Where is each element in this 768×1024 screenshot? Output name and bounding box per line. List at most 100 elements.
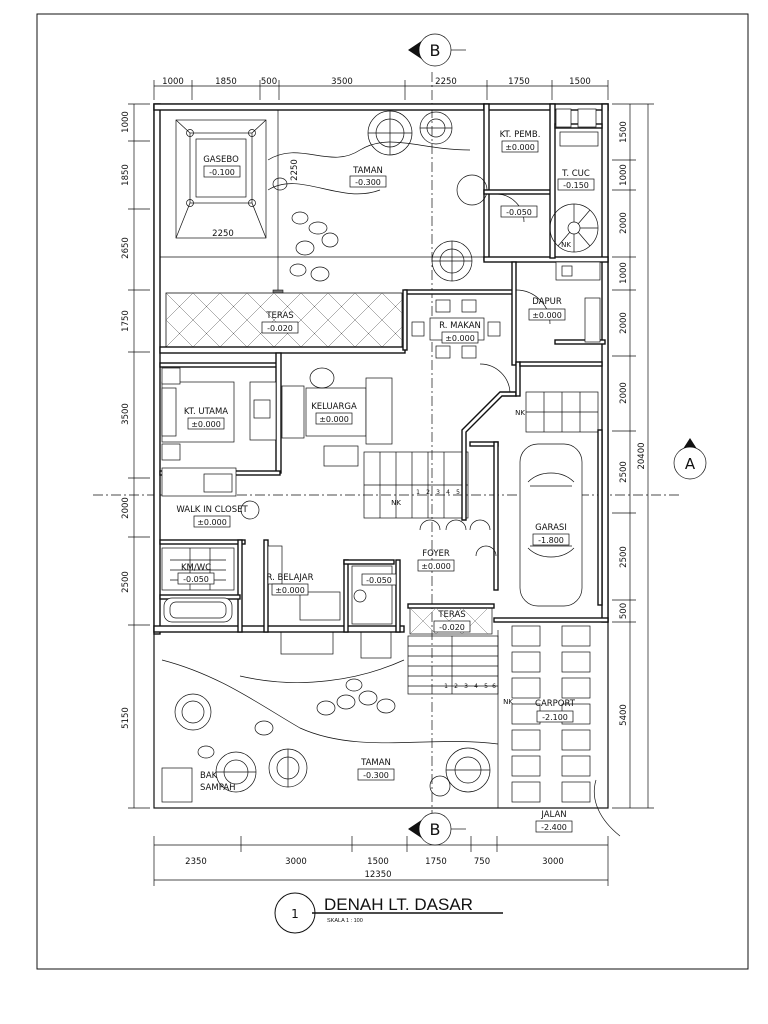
dim-left-7: 2500 <box>121 571 131 593</box>
dim-bottom-total: 12350 <box>364 870 391 880</box>
room-label-bak-sampah-1: BAK <box>200 771 218 781</box>
bottom-step-1: 1 <box>444 683 448 690</box>
dim-right-7: 2500 <box>619 461 629 483</box>
level-jalan: -2.400 <box>541 823 567 832</box>
living-furniture <box>281 367 393 467</box>
dim-bottom-3: 1500 <box>367 857 389 867</box>
sheet-border <box>36 13 749 970</box>
dim-left-6: 2000 <box>121 497 131 519</box>
dimension-lines-top <box>153 80 609 100</box>
level-box-taman-bottom <box>357 768 395 781</box>
room-label-foyer: FOYER <box>422 549 450 559</box>
level-taman-top: -0.300 <box>355 178 381 187</box>
room-label-dapur: DAPUR <box>532 297 562 307</box>
level-box-garasi <box>532 533 570 546</box>
dim-top-7: 1500 <box>569 77 591 87</box>
dim-left-4: 1750 <box>121 310 131 332</box>
dim-top-2: 1850 <box>215 77 237 87</box>
step-number-1: 1 <box>416 489 420 496</box>
bottom-step-6: 6 <box>492 683 496 690</box>
step-number-5: 5 <box>456 489 460 496</box>
level-keluarga: ±0.000 <box>319 415 349 424</box>
dim-right-3: 2000 <box>619 212 629 234</box>
level-foyer: ±0.000 <box>421 562 451 571</box>
level-box-km-wc <box>177 572 215 585</box>
dim-left-1: 1000 <box>121 111 131 133</box>
level-box-dapur <box>528 308 566 321</box>
dim-bottom-4: 1750 <box>425 857 447 867</box>
dim-right-8: 2500 <box>619 546 629 568</box>
level-box-belajar <box>271 583 309 596</box>
level-box-kt-pemb <box>501 140 539 153</box>
dim-right-2: 1000 <box>619 164 629 186</box>
room-label-km-wc: KM/WC <box>181 563 211 573</box>
level-box-wc-small <box>361 573 397 586</box>
garden-top <box>160 110 484 301</box>
level-box-teras-top <box>261 321 299 334</box>
stair-nk-label-1: NK <box>561 241 571 249</box>
dim-left-2: 1850 <box>121 164 131 186</box>
section-mark-bottom <box>408 812 466 846</box>
dim-bottom-6: 3000 <box>542 857 564 867</box>
dim-right-9: 500 <box>619 603 629 619</box>
level-box-walk-in <box>193 515 231 528</box>
interior-walls-lower <box>159 467 495 633</box>
level-gasebo: -0.100 <box>209 168 235 177</box>
drawing-scale: SKALA 1 : 100 <box>327 918 363 924</box>
dim-top-3: 500 <box>261 77 277 87</box>
level-garasi: -1.800 <box>538 536 564 545</box>
dimension-lines-bottom <box>153 836 609 886</box>
dimension-lines-right <box>612 103 654 809</box>
trees-top <box>367 110 488 282</box>
section-label-bottom: B <box>430 820 441 839</box>
garage <box>493 443 609 623</box>
level-kt-pemb: ±0.000 <box>505 143 535 152</box>
stair-nk-label-2: NK <box>515 409 525 417</box>
level-box-carport <box>536 710 574 723</box>
dim-right-5: 2000 <box>619 312 629 334</box>
level-box-jalan <box>535 820 573 833</box>
step-number-4: 4 <box>446 489 450 496</box>
carport-pavers <box>511 625 621 837</box>
garden-bottom <box>161 630 499 808</box>
level-kt-utama: ±0.000 <box>191 420 221 429</box>
level-belajar: ±0.000 <box>275 586 305 595</box>
level-box-t-cuc <box>557 178 595 191</box>
level-box-foyer <box>417 559 455 572</box>
step-number-2: 2 <box>426 489 430 496</box>
level-box-r-makan <box>441 331 479 344</box>
dim-right-10: 5400 <box>619 704 629 726</box>
room-label-kt-pemb: KT. PEMB. <box>500 130 541 140</box>
dimension-lines-left <box>128 103 150 809</box>
stair-nk-label-3: NK <box>391 499 401 507</box>
level-wc-small: -0.050 <box>366 576 392 585</box>
drawing-title: DENAH LT. DASAR <box>324 895 473 914</box>
terrace-top <box>159 292 406 354</box>
dim-top-1: 1000 <box>162 77 184 87</box>
dim-bottom-2: 3000 <box>285 857 307 867</box>
level-box-teras-bottom <box>433 620 471 633</box>
level-carport: -2.100 <box>542 713 568 722</box>
drawing-number: 1 <box>291 907 299 921</box>
dim-bottom-5: 750 <box>474 857 490 867</box>
level-teras-bottom: -0.020 <box>439 623 465 632</box>
room-label-teras-bottom: TERAS <box>437 610 465 620</box>
dim-left-3: 2650 <box>121 237 131 259</box>
stair-nk-label-4: NK <box>503 698 513 706</box>
section-label-right: A <box>685 455 696 473</box>
room-label-belajar: R. BELAJAR <box>266 573 313 583</box>
service-block <box>483 103 603 259</box>
level-box-gasebo <box>203 165 241 178</box>
level-walk-in: ±0.000 <box>197 518 227 527</box>
room-label-kt-utama: KT. UTAMA <box>184 407 228 417</box>
section-mark-top <box>408 33 466 67</box>
room-label-bak-sampah-2: SAMPAH <box>200 783 236 793</box>
stepping-stones-top <box>272 177 339 282</box>
bottom-step-4: 4 <box>474 683 478 690</box>
level-box-taman-top <box>349 175 387 188</box>
level-box-keluarga <box>315 412 353 425</box>
section-mark-right <box>673 438 707 480</box>
level-service: -0.050 <box>506 208 532 217</box>
